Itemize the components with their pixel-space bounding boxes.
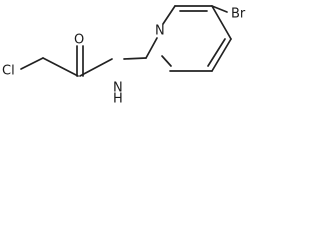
chlorine-label: Cl xyxy=(2,64,15,79)
bond-ring-n1-c6 xyxy=(162,5,176,25)
bond-ring-br xyxy=(211,5,228,13)
bond-ring-inner-1 xyxy=(161,55,172,67)
bond-ring-inner-3 xyxy=(207,38,226,67)
bond-ring-c2-n1 xyxy=(145,37,158,59)
bond-ring-c4-c3 xyxy=(211,38,232,72)
bond-cl-ch2 xyxy=(20,57,44,70)
amide-nitrogen-label: N xyxy=(113,81,123,96)
bonds xyxy=(20,5,232,77)
ring-nitrogen-label: N xyxy=(155,24,165,39)
bond-amide-n-ring xyxy=(123,57,147,60)
chemical-structure: Br N O N H Cl xyxy=(2,5,246,107)
amide-hydrogen-label: H xyxy=(113,92,123,107)
oxygen-label: O xyxy=(74,33,84,48)
bromine-label: Br xyxy=(231,7,246,22)
bond-ch2-carbonyl xyxy=(42,57,79,77)
bond-ring-c5-c4 xyxy=(211,5,232,40)
bond-carbonyl-amide-n xyxy=(79,58,113,77)
